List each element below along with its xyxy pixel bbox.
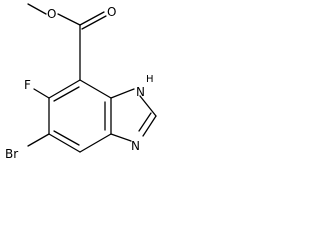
carbonyl-oxygen-label: O — [107, 5, 116, 19]
carbonyl-double-bond-a — [79, 11, 105, 26]
fluorine-label: F — [24, 78, 31, 92]
imidazole-nh-nitrogen-label: N — [136, 85, 145, 99]
imidazole-double-bond-c2-n3 — [138, 112, 152, 132]
bromine-label: Br — [5, 147, 18, 161]
ring-inner-double-c6-c7 — [53, 130, 80, 146]
ring-bond-c7-c6 — [48, 133, 81, 153]
ring-bond-c4-c3a — [79, 79, 112, 99]
o-carbonyl-bond — [57, 13, 81, 26]
methyl-o-bond — [27, 3, 47, 15]
fluoro-bond — [33, 88, 50, 99]
ring-bond-c5-c4 — [48, 79, 81, 99]
ester-oxygen-label: O — [47, 7, 56, 21]
benzimidazole-structure-diagram: O O F Br N H N — [5, 3, 157, 161]
imidazole-nh-hydrogen-label: H — [146, 74, 154, 85]
imidazole-bond-nh-c2 — [139, 95, 157, 117]
imidazole-bond-c3a-nh — [110, 88, 135, 99]
ring-inner-double-c4-c5 — [53, 86, 80, 102]
imidazole-bond-c2-n3 — [142, 115, 157, 137]
imidazole-bond-n3-c7a — [110, 133, 132, 142]
carbonyl-double-bond-b — [81, 15, 107, 30]
imidazole-nitrogen-label: N — [131, 139, 140, 153]
bromo-bond — [27, 133, 50, 147]
ring-bond-c7a-c7 — [79, 133, 112, 153]
